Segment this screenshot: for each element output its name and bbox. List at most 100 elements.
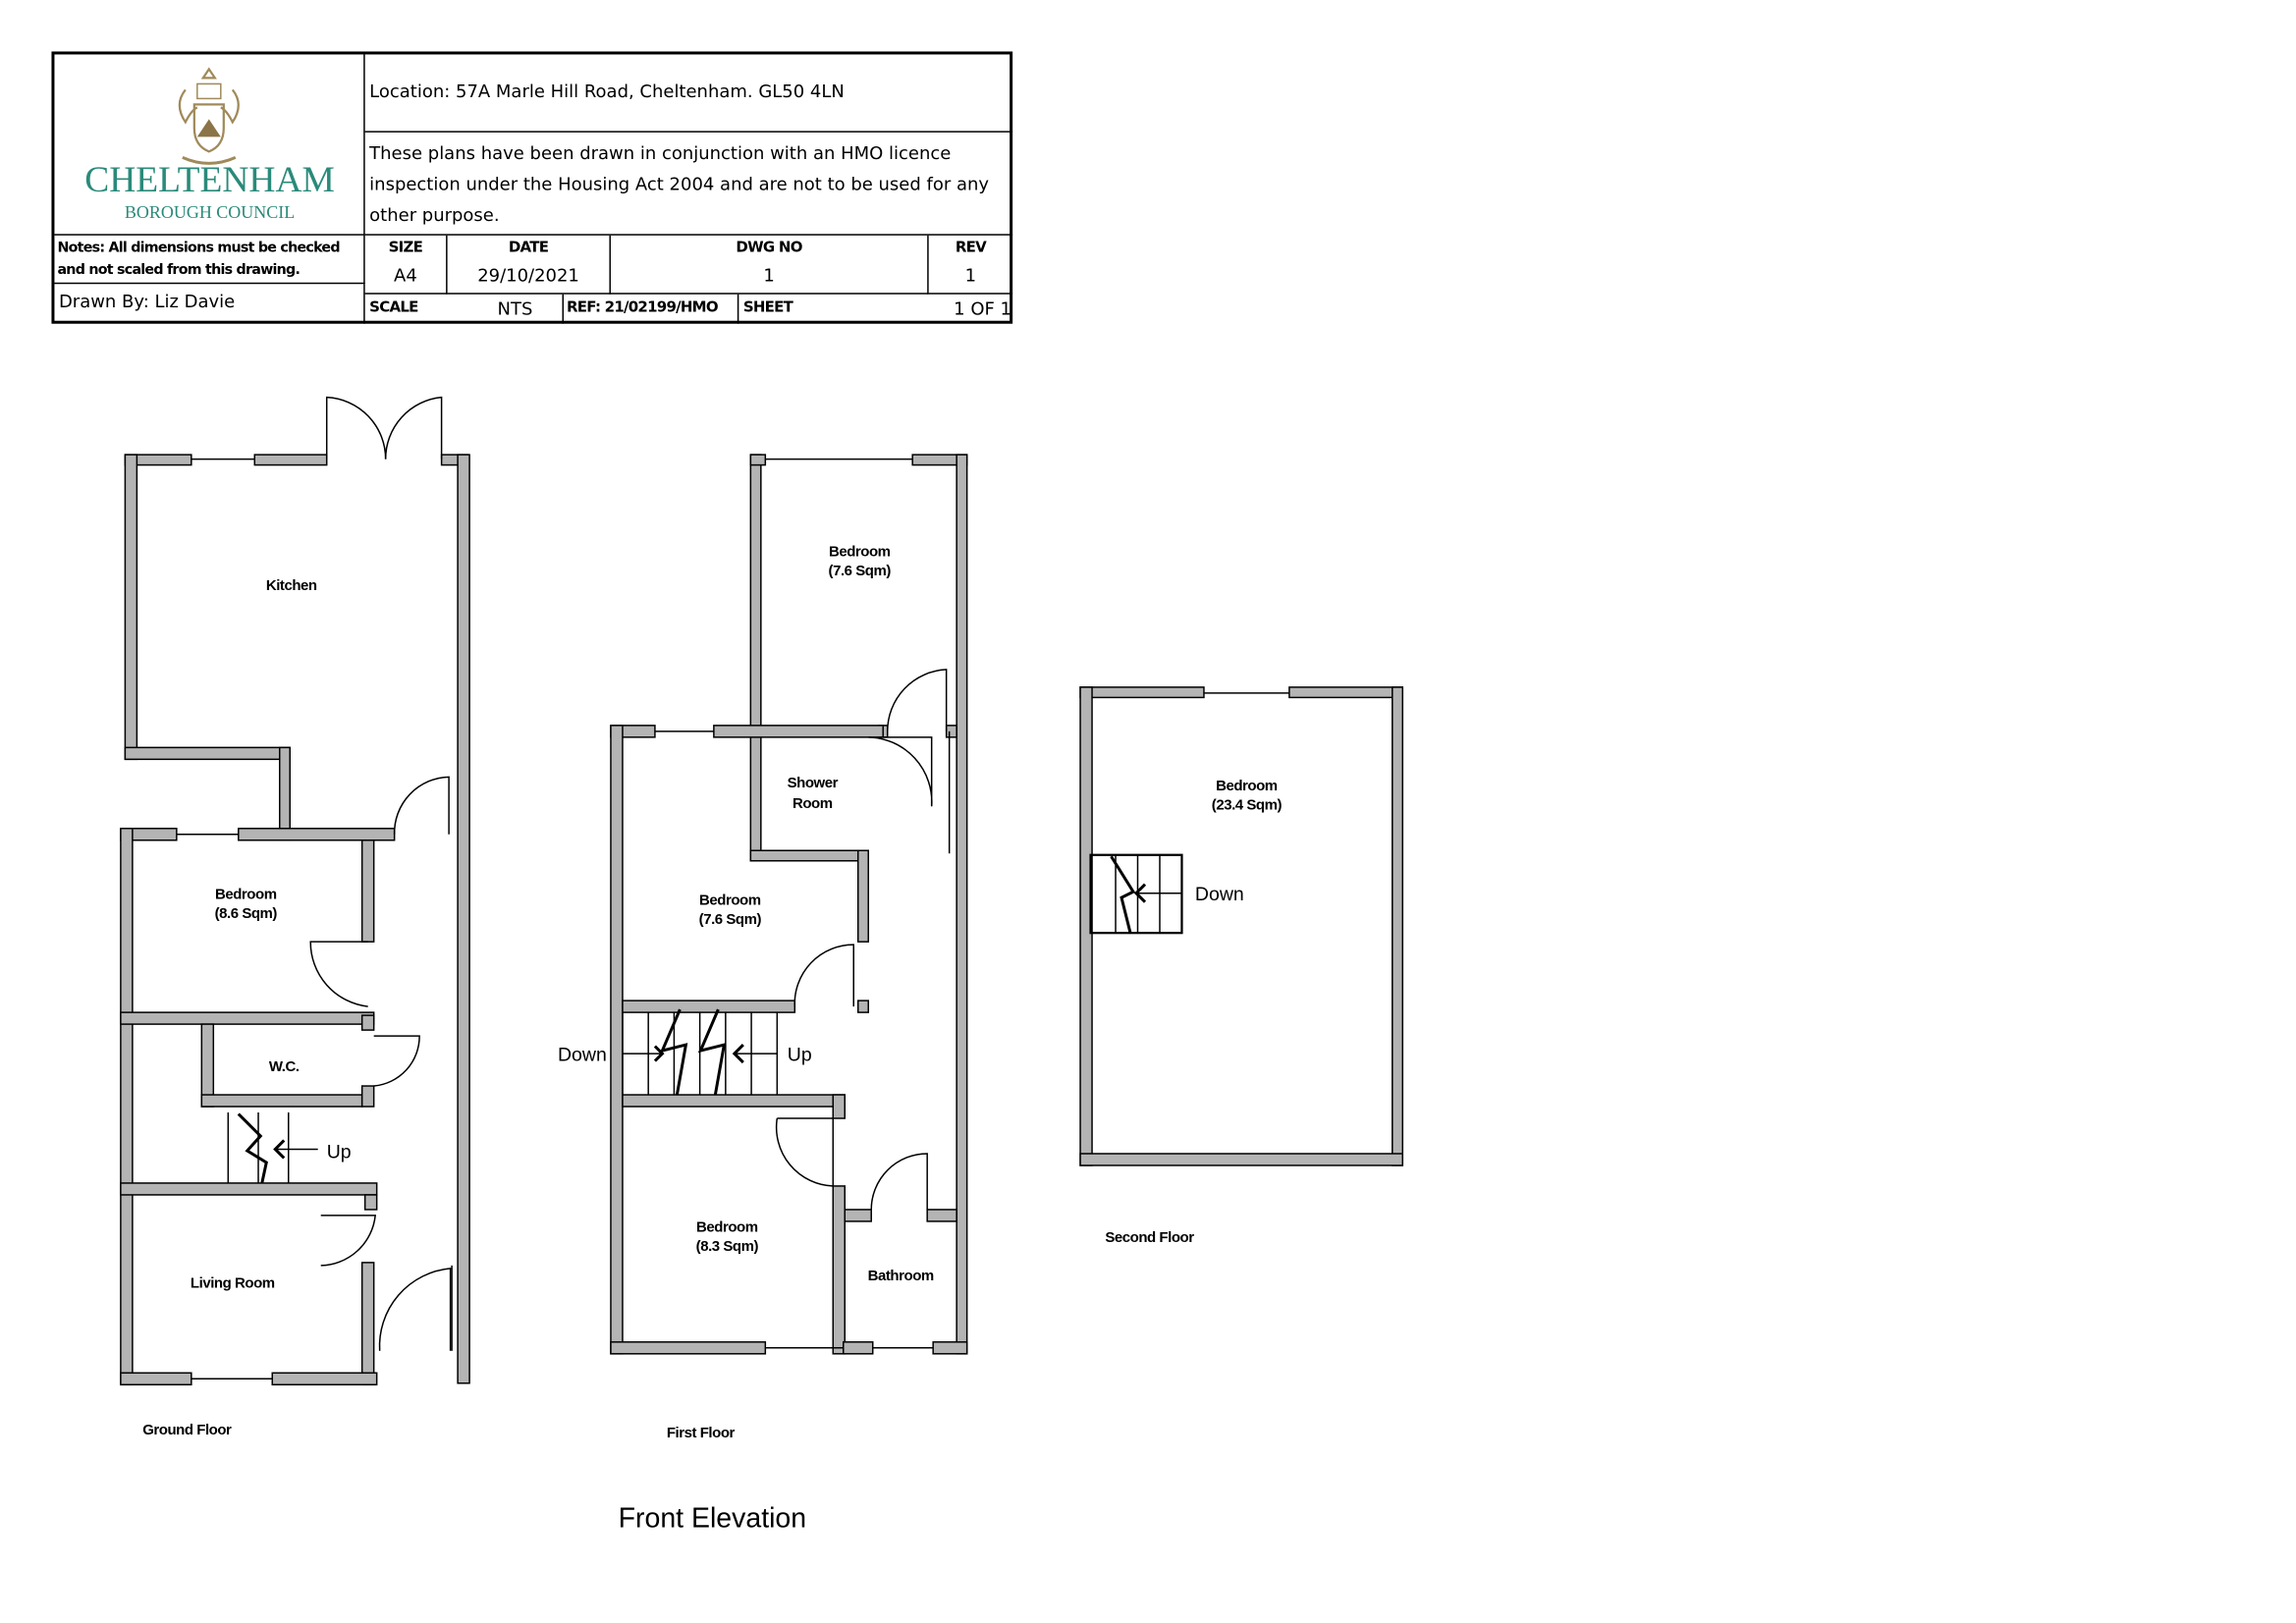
room-area: (8.6 Sqm) [215,905,278,922]
wall [120,1182,378,1196]
second-floor-caption: Second Floor [1105,1229,1194,1246]
wall [1079,1153,1404,1166]
stair-break [659,1008,688,1096]
sheet-cell: SHEET 1 OF 1 [738,295,1012,324]
door [886,669,948,731]
wall [120,1011,375,1025]
wall [1392,686,1404,1166]
notes-text: Notes: All dimensions must be checked an… [57,240,340,279]
door [775,1117,835,1187]
door [384,396,443,460]
ref-cell: REF: 21/02199/HMO [564,294,739,324]
door [325,396,387,460]
room-area: (23.4 Sqm) [1212,796,1283,813]
wall [124,454,138,761]
location-text: Location: 57A Marle Hill Road, Cheltenha… [369,81,845,102]
room-label-bathroom: Bathroom [868,1268,934,1284]
stair-up-label: Up [788,1045,812,1066]
stair-down-label: Down [558,1045,607,1066]
stair-break [237,1112,268,1184]
door [870,1153,928,1210]
ref-value: REF: 21/02199/HMO [566,299,719,317]
wall [832,1094,847,1119]
wall [932,1341,968,1355]
stair-arrow-head [732,1044,744,1064]
drawn-by-text: Drawn By: Liz Davie [58,291,236,312]
wall [360,1085,375,1108]
door [793,944,854,1007]
date-cell: DATE 29/10/2021 [447,235,611,295]
wall [360,839,375,943]
room-area: (7.6 Sqm) [699,911,762,928]
wall [856,849,869,943]
room-label-living-room: Living Room [191,1274,275,1291]
wall [622,1094,847,1108]
wall [120,828,134,1386]
room-area: (7.6 Sqm) [829,563,892,579]
wall [124,746,291,761]
door [320,1215,377,1267]
wall [749,454,762,862]
stair-arrow-head [1133,883,1147,903]
title-block: CHELTENHAM BOROUGH COUNCIL Location: 57A… [51,51,1013,324]
wall [457,454,470,1384]
notes-cell: Notes: All dimensions must be checked an… [54,235,365,285]
crest-icon [178,67,240,165]
sheet-value: 1 OF 1 [954,298,1011,320]
room-label-wc: W.C. [269,1058,300,1075]
date-value: 29/10/2021 [477,264,579,286]
dwg-value: 1 [763,264,775,286]
drawn-by-cell: Drawn By: Liz Davie [54,284,365,324]
ground-floor-caption: Ground Floor [142,1422,232,1438]
scale-value: NTS [497,298,533,320]
room-label-shower: Shower [788,775,839,791]
location-cell: Location: 57A Marle Hill Road, Cheltenha… [364,54,1013,133]
size-value: A4 [394,264,417,286]
disclaimer-cell: These plans have been drawn in conjuncti… [364,133,1013,236]
logo-subtitle: BOROUGH COUNCIL [124,201,296,223]
wall [832,1185,847,1355]
room-label-shower-room: Room [793,795,833,812]
wall [271,1372,378,1386]
room-label-bedroom: Bedroom [699,893,761,909]
wall [622,1000,796,1013]
wall [1079,686,1205,699]
room-label-kitchen: Kitchen [266,577,317,594]
sheet-label: SHEET [742,299,793,317]
wall [926,1209,957,1222]
wall [238,828,396,841]
wall [843,1341,874,1355]
rev-cell: REV 1 [928,236,1013,295]
first-floor-caption: First Floor [667,1425,736,1441]
stair-down-label: Down [1195,884,1244,905]
disclaimer-text: These plans have been drawn in conjuncti… [369,142,990,226]
size-label: SIZE [388,240,423,256]
door [373,1035,420,1087]
dwg-cell: DWG NO 1 [610,235,929,295]
wall [120,1372,192,1386]
room-label-bedroom: Bedroom [1216,778,1278,794]
wall [749,849,869,862]
stair-break [697,1008,727,1096]
wall [856,1000,869,1013]
room-label-bedroom: Bedroom [829,544,891,561]
date-label: DATE [508,240,549,256]
walls [120,454,1404,1386]
wall [713,725,884,738]
wall [360,1014,375,1031]
stair-arrow-head [653,1045,665,1062]
room-label-bedroom: Bedroom [696,1218,758,1235]
wall [610,1341,767,1355]
wall [1288,686,1404,699]
door [309,941,368,1007]
stair-arrow-head [273,1139,286,1160]
size-cell: SIZE A4 [364,235,448,295]
door [393,776,450,835]
wall [844,1209,872,1222]
wall [279,746,291,841]
wall [200,1094,363,1108]
wall [945,725,957,738]
scale-label: SCALE [369,299,418,317]
wall [253,454,328,466]
